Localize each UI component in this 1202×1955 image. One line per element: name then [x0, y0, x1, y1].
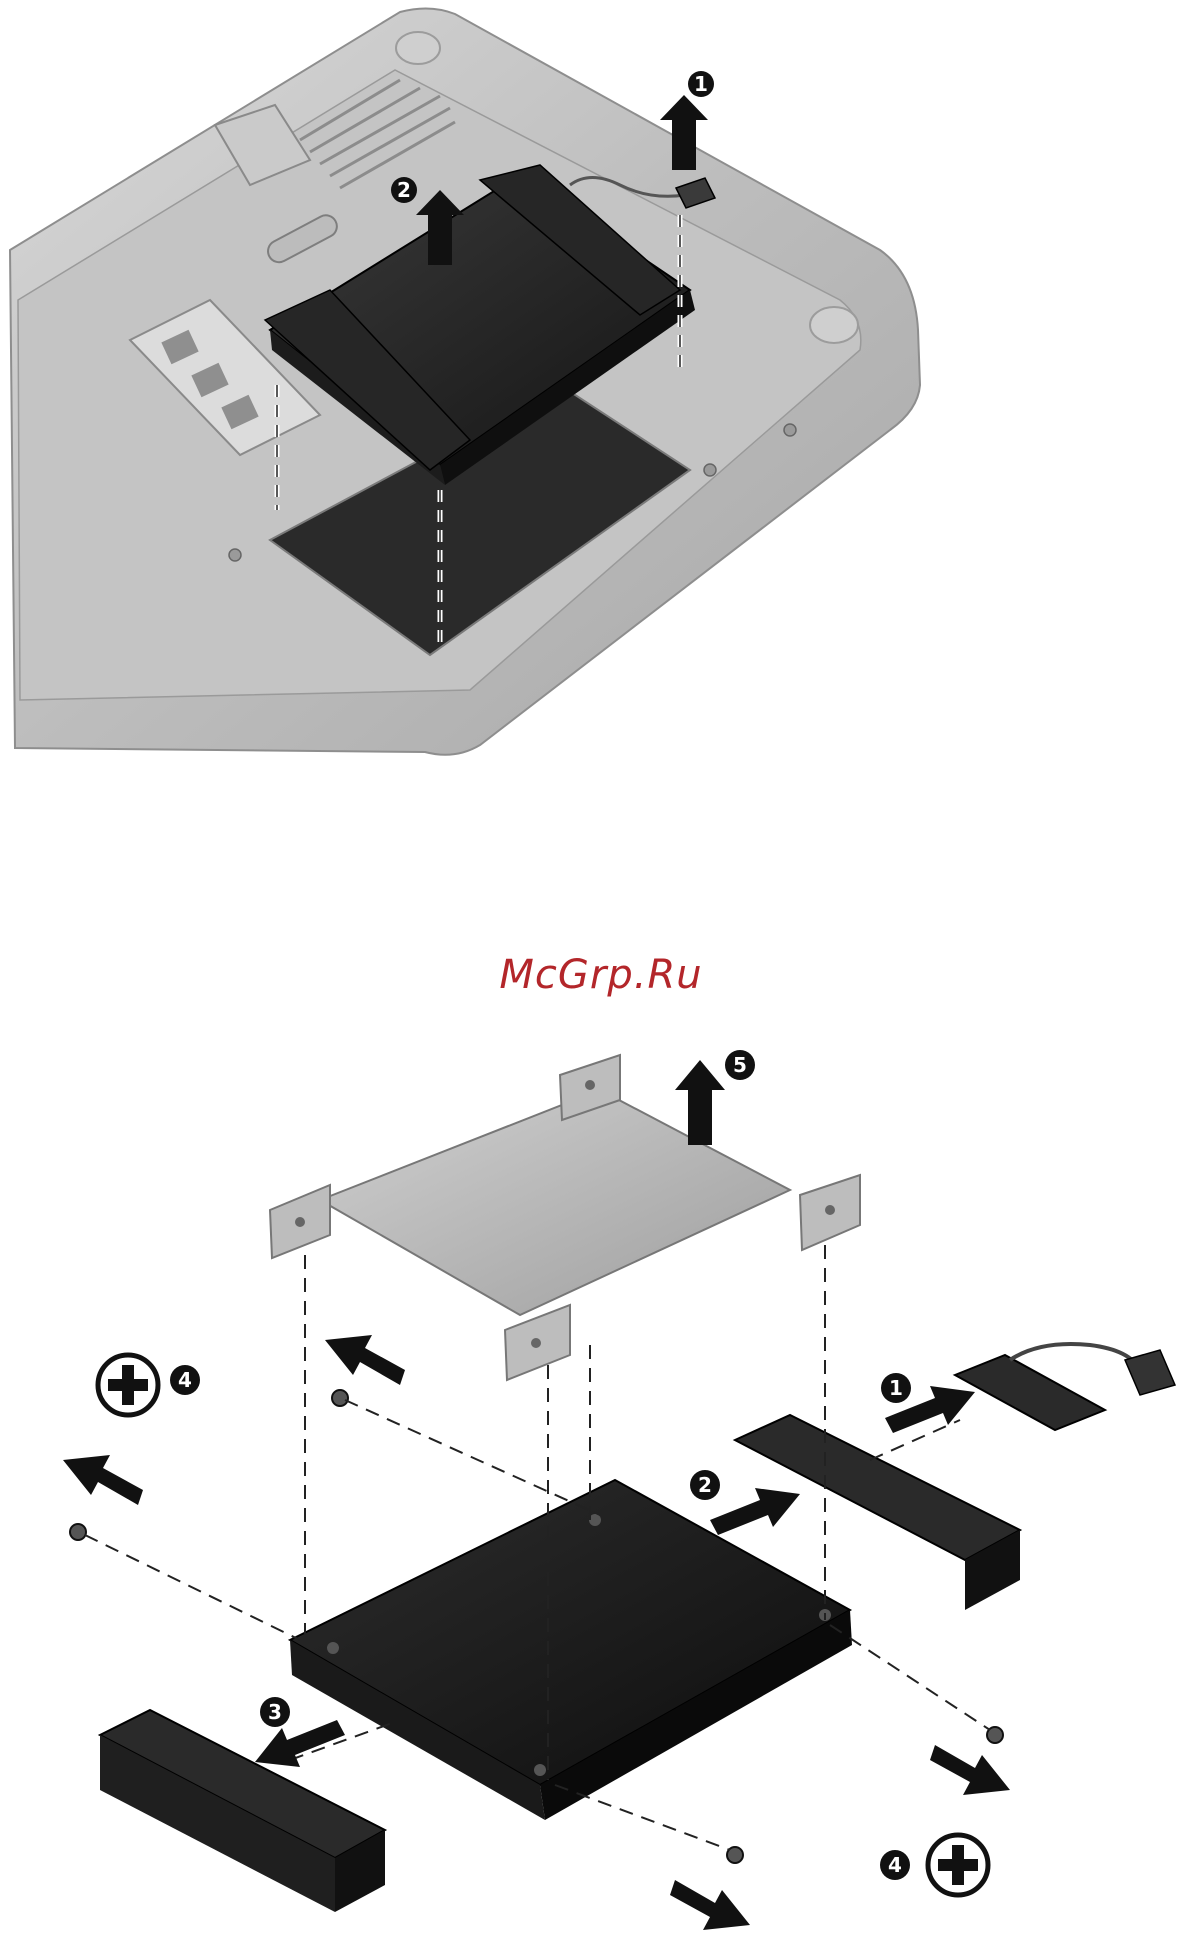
hard-drive-bracket [270, 1055, 860, 1380]
hard-drive [290, 1480, 852, 1820]
callout-1: 1 [881, 1373, 911, 1403]
figure-disassemble-hard-drive: 5 4 1 2 3 4 [0, 1020, 1202, 1955]
callout-number: 3 [268, 1700, 282, 1724]
hard-drive-connector [955, 1344, 1175, 1430]
watermark: McGrp.Ru [0, 952, 1202, 998]
callout-number: 4 [178, 1368, 192, 1392]
figure-remove-hard-drive: 1 2 [0, 0, 1202, 770]
phillips-screwdriver-icon [928, 1835, 988, 1895]
callout-number: 1 [889, 1376, 903, 1400]
phillips-screwdriver-icon [98, 1355, 158, 1415]
callout-3: 3 [260, 1697, 290, 1727]
callout-number: 4 [888, 1853, 902, 1877]
callout-number: 5 [733, 1053, 747, 1077]
callout-4-bottom: 4 [880, 1850, 910, 1880]
callout-number: 2 [698, 1473, 712, 1497]
callout-number: 1 [694, 72, 708, 96]
callout-number: 2 [397, 178, 411, 202]
callout-2: 2 [690, 1470, 720, 1500]
callout-5: 5 [725, 1050, 755, 1080]
callout-4-top: 4 [170, 1365, 200, 1395]
